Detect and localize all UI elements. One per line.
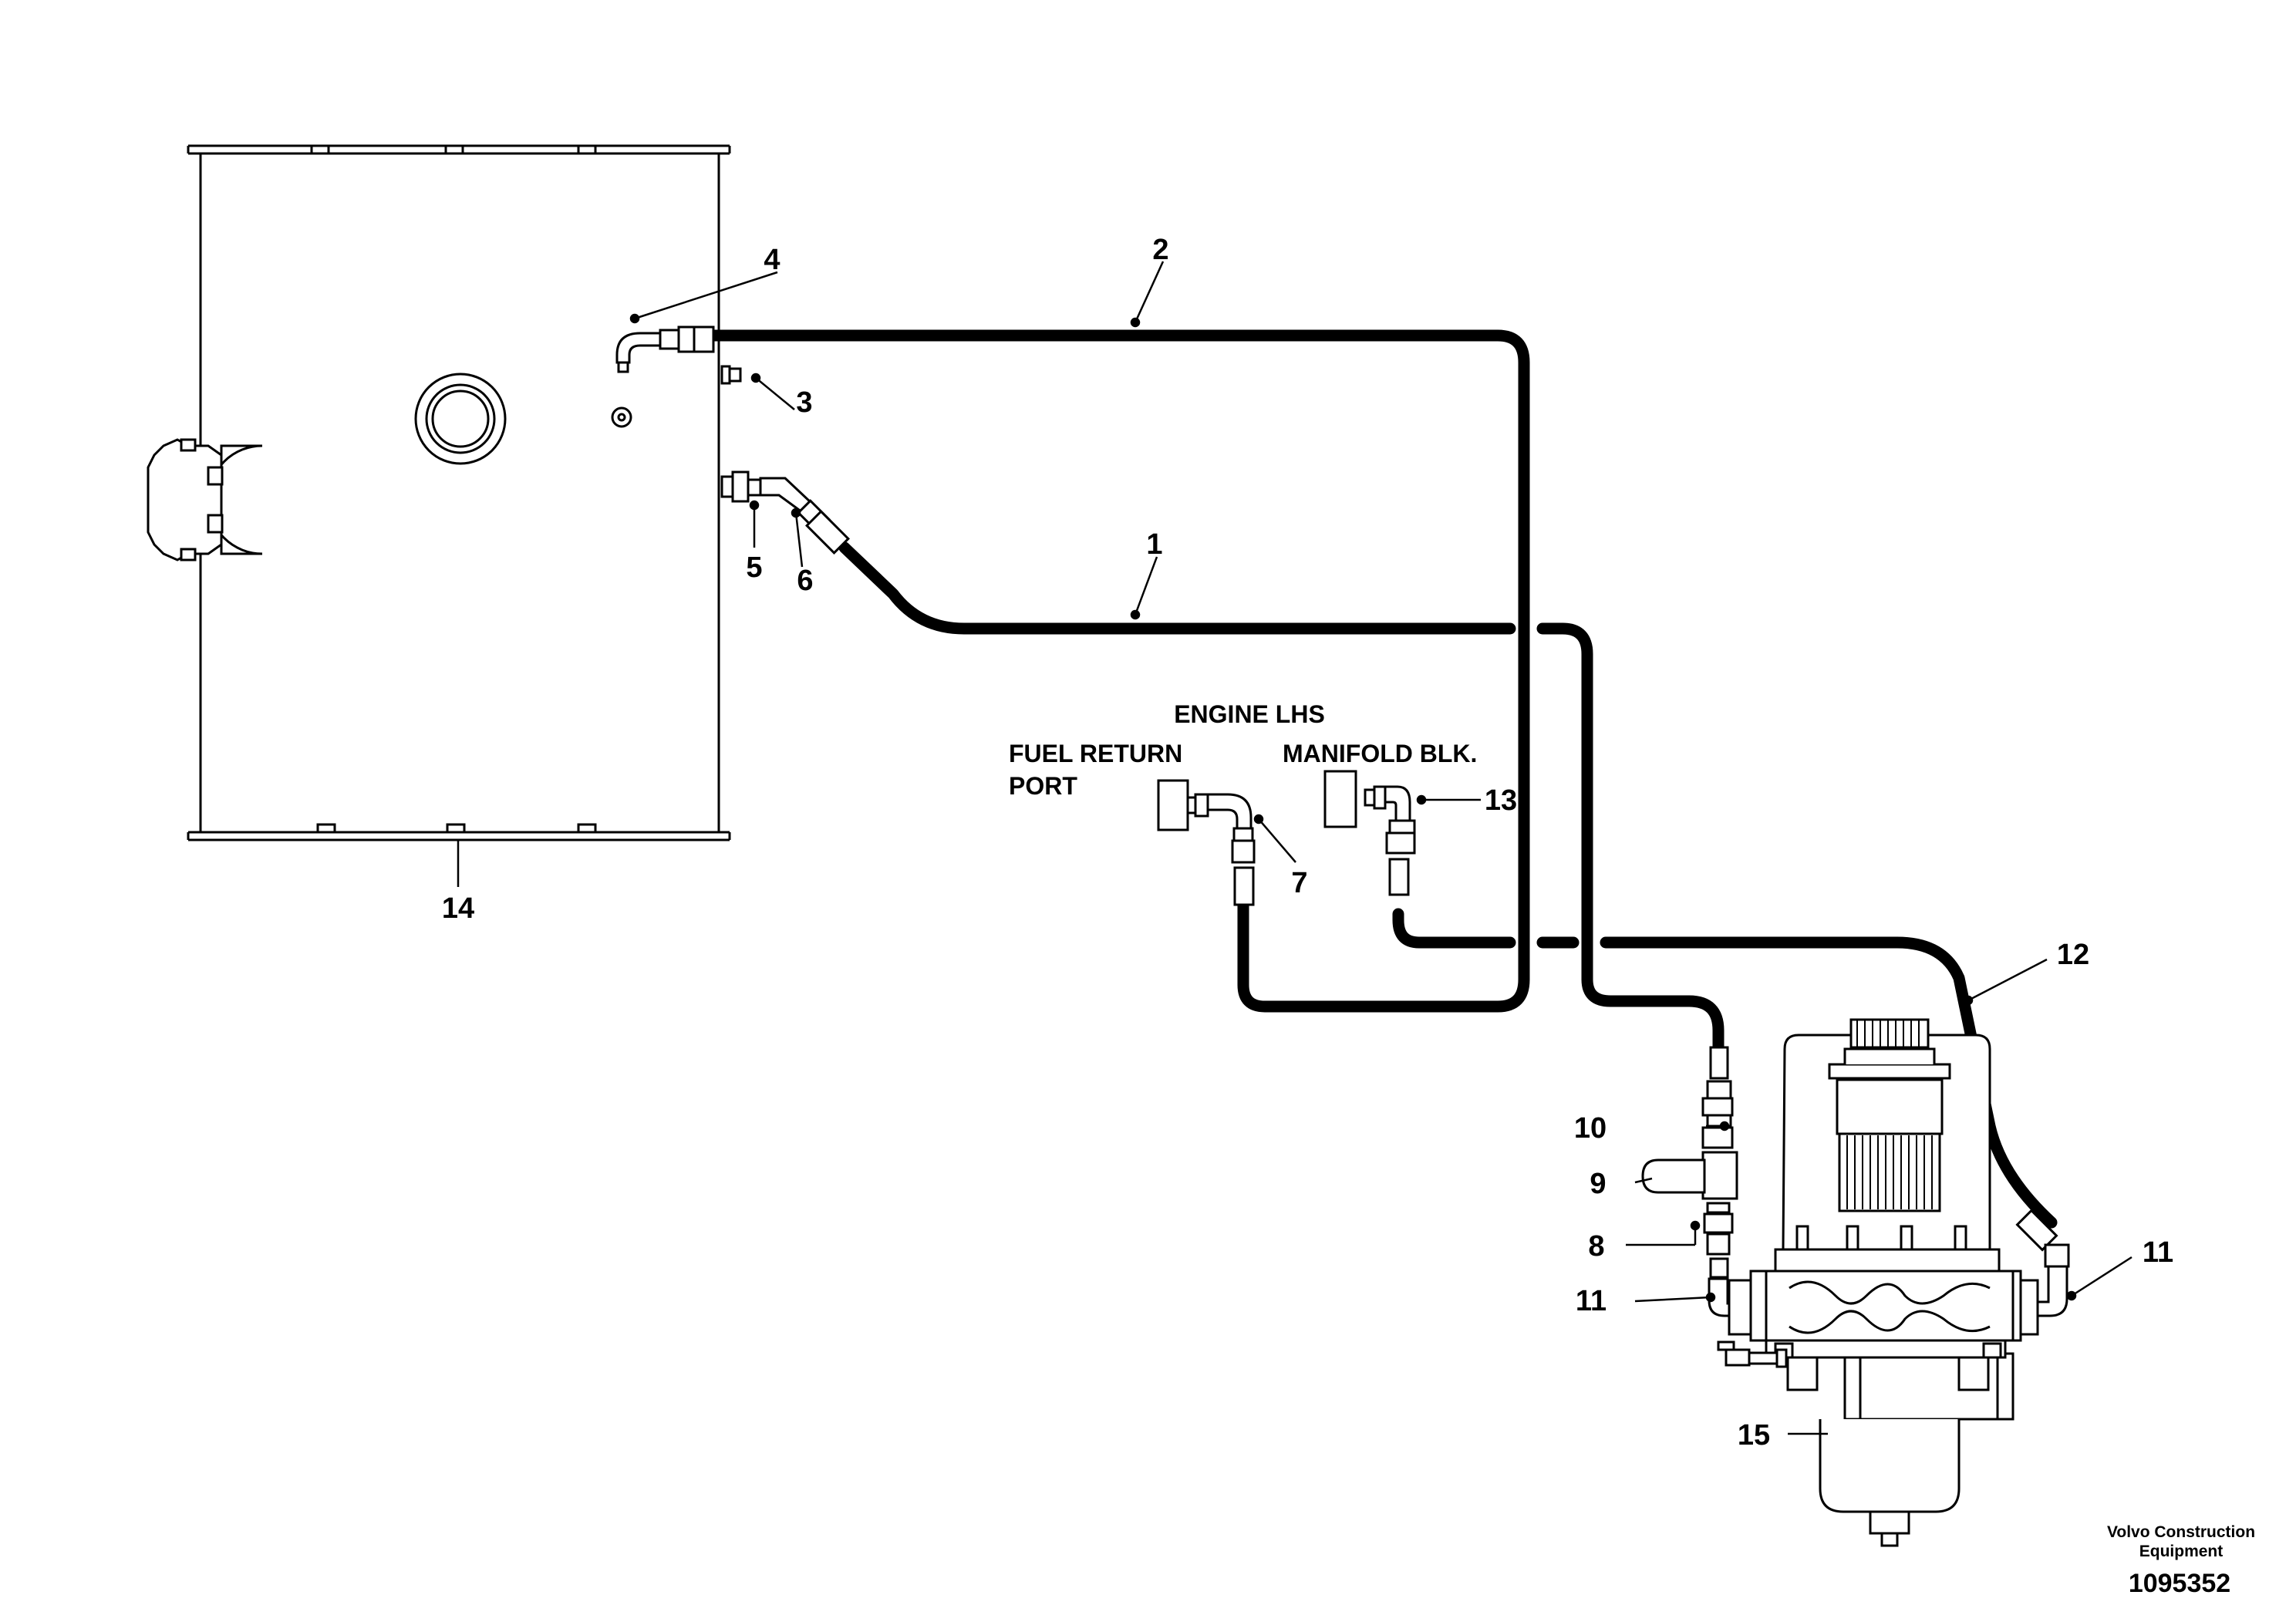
manifold-block-label: MANIFOLD BLK.	[1283, 740, 1477, 767]
callout-14: 14	[442, 892, 474, 925]
tank-filler-cap	[147, 438, 263, 561]
callout-13: 13	[1485, 784, 1517, 817]
callout-numbers: 1 2 3 4 5 6 7 8 9 10 11 11 12 13 14 15	[442, 234, 2173, 1452]
callout-6: 6	[797, 565, 813, 597]
fuel-filter	[1717, 1018, 2039, 1547]
engine-lhs-label: ENGINE LHS	[1174, 700, 1325, 728]
fittings	[615, 325, 2070, 1322]
callout-11-right: 11	[2143, 1236, 2173, 1269]
leader-lines	[457, 261, 2132, 1435]
annotations: ENGINE LHS FUEL RETURN PORT MANIFOLD BLK…	[1009, 700, 1477, 800]
callout-15: 15	[1738, 1419, 1770, 1452]
callout-8: 8	[1588, 1230, 1604, 1263]
callout-1: 1	[1146, 528, 1162, 561]
document-number: 1095352	[2129, 1569, 2230, 1598]
callout-7: 7	[1291, 867, 1307, 899]
company-name-line2: Equipment	[2139, 1543, 2224, 1560]
callout-5: 5	[746, 551, 762, 584]
callout-9: 9	[1590, 1168, 1606, 1200]
footer: Volvo Construction Equipment 1095352	[2107, 1523, 2255, 1598]
callout-12: 12	[2057, 939, 2089, 971]
callout-4: 4	[764, 244, 780, 276]
callout-11-left: 11	[1576, 1285, 1607, 1317]
company-name-line1: Volvo Construction	[2107, 1523, 2255, 1541]
fuel-return-label-line1: FUEL RETURN	[1009, 740, 1182, 767]
callout-3: 3	[796, 386, 812, 419]
fuel-tank	[187, 144, 731, 841]
fuel-return-label-line2: PORT	[1009, 772, 1077, 800]
callout-10: 10	[1574, 1112, 1607, 1145]
callout-2: 2	[1152, 234, 1168, 266]
